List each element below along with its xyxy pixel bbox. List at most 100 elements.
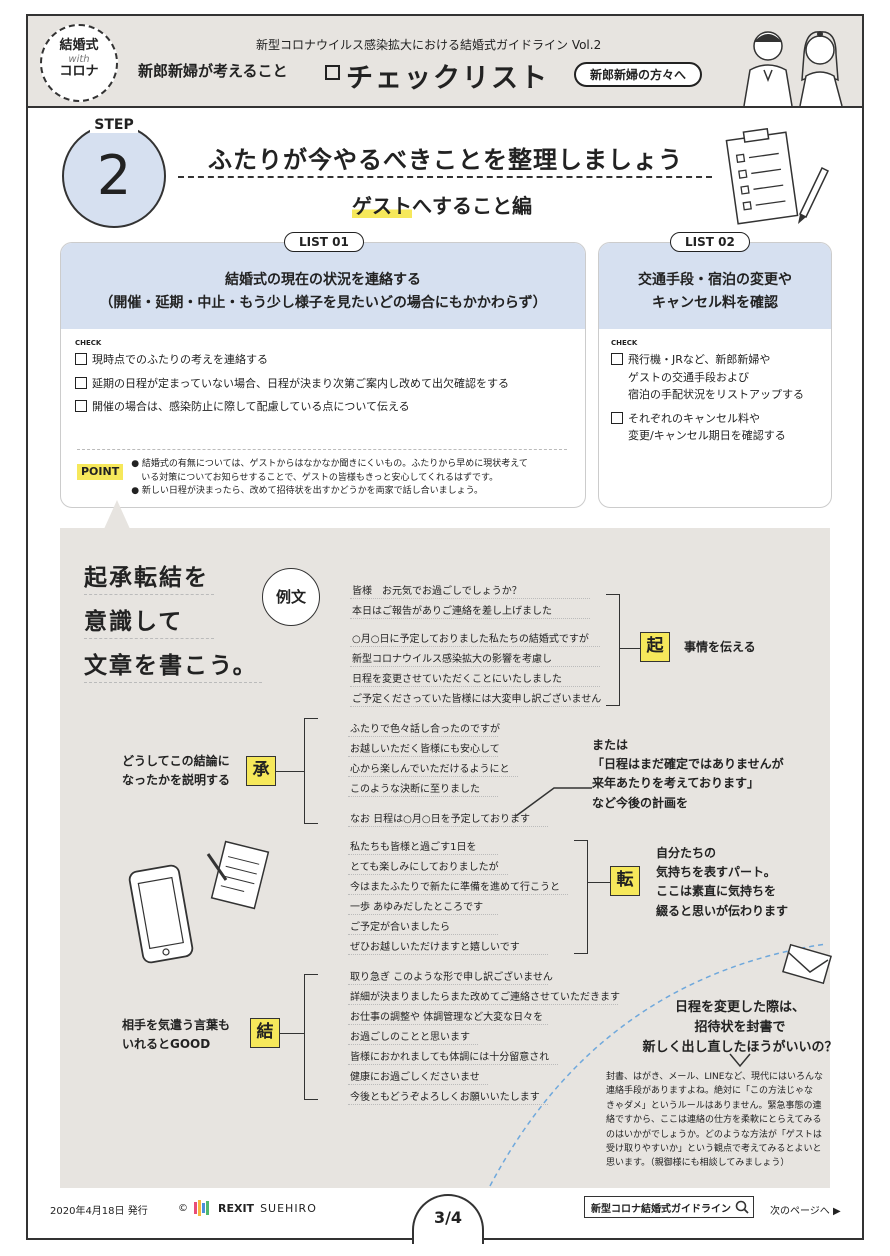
example-line: このような決断に至りました bbox=[350, 784, 480, 795]
example-line: 一歩 あゆみだしたところです bbox=[350, 902, 484, 913]
example-line: ふたりで色々話し合ったのですが bbox=[350, 724, 500, 735]
step-number: 2 bbox=[96, 144, 132, 207]
example-line: 取り急ぎ このような形で申し訳ございません bbox=[350, 972, 553, 983]
point-section: POINT ● 結婚式の有無については、ゲストからはなかなか聞きにくいもの。ふた… bbox=[77, 449, 567, 499]
point-badge: POINT bbox=[77, 464, 124, 480]
answer-line: 受け取りやすいか」という観点で考えてみるとよいと bbox=[606, 1143, 822, 1154]
wedding-with-corona-badge: 結婚式 with コロナ bbox=[40, 24, 118, 102]
point-line: ● 結婚式の有無については、ゲストからはなかなか聞きにくいもの。ふたりから早めに… bbox=[131, 459, 528, 469]
note-line: または bbox=[592, 738, 629, 752]
clipboard-icon bbox=[725, 128, 829, 225]
check-tag: CHECK bbox=[611, 339, 638, 347]
search-input[interactable]: 新型コロナ結婚式ガイドライン bbox=[584, 1196, 754, 1218]
heading-underline bbox=[84, 594, 214, 595]
badge-line: コロナ bbox=[59, 64, 99, 80]
line-underline bbox=[348, 796, 498, 797]
line-underline bbox=[348, 914, 498, 915]
line-underline bbox=[348, 1004, 618, 1005]
example-section: 起承転結を 意識して 文章を書こう。 例文 皆様 お元気でお過ごしでしょうか？ … bbox=[60, 528, 838, 1188]
note-line: 「日程はまだ確定ではありませんが bbox=[592, 757, 784, 772]
header-main-prefix: 新郎新婦が考えること bbox=[138, 62, 288, 80]
audience-pill: 新郎新婦の方々へ bbox=[574, 62, 703, 87]
line-underline bbox=[350, 686, 600, 687]
check-item[interactable]: 延期の日程が定まっていない場合、日程が決まり次第ご案内し改めて出欠確認をする bbox=[75, 375, 575, 393]
line-underline bbox=[350, 598, 590, 599]
example-line: お過ごしのことと思います bbox=[350, 1032, 470, 1043]
sho-bracket bbox=[304, 718, 318, 824]
check-item-label: 飛行機・JRなど、新郎新婦や bbox=[628, 353, 771, 366]
example-line: 私たちも皆様と過ごす1日を bbox=[350, 842, 477, 853]
search-icon[interactable] bbox=[735, 1200, 749, 1214]
line-underline bbox=[348, 1044, 478, 1045]
checkbox-icon bbox=[325, 65, 340, 80]
line-underline bbox=[348, 776, 518, 777]
line-underline bbox=[348, 826, 548, 827]
ketsu-badge: 結 bbox=[250, 1018, 280, 1048]
subtitle-rest: へすること編 bbox=[412, 194, 532, 218]
next-page-link[interactable]: 次のページへ ▶ bbox=[770, 1206, 841, 1217]
example-line: ご予定が合いましたら bbox=[350, 922, 450, 933]
example-line: お越しいただく皆様にも安心して bbox=[350, 744, 500, 755]
line-underline bbox=[348, 1084, 488, 1085]
alt-connector bbox=[515, 787, 592, 817]
example-line: ぜひお越しいただけますと嬉しいです bbox=[350, 942, 520, 953]
check-item[interactable]: 飛行機・JRなど、新郎新婦やゲストの交通手段および宿泊の手配状況をリストアップす… bbox=[611, 351, 825, 404]
ten-badge: 転 bbox=[610, 866, 640, 896]
example-line: ○月○日に予定しておりました私たちの結婚式ですが bbox=[352, 634, 589, 645]
note-line: 気持ちを表すパート。 bbox=[656, 865, 776, 880]
list01-heading: 結婚式の現在の状況を連絡する bbox=[225, 272, 421, 288]
check-item-label: 変更/キャンセル期日を確認する bbox=[628, 429, 786, 443]
note-line: など今後の計画を bbox=[592, 795, 689, 810]
ki-note: 事情を伝える bbox=[684, 640, 756, 654]
line-underline bbox=[348, 894, 568, 895]
smartphone-letter-icon bbox=[128, 840, 270, 964]
list02-header: 交通手段・宿泊の変更や キャンセル料を確認 bbox=[599, 243, 831, 329]
badge-with: with bbox=[68, 53, 90, 65]
step-badge: STEP 2 bbox=[62, 117, 166, 228]
search-text: 新型コロナ結婚式ガイドライン bbox=[591, 1204, 731, 1215]
line-underline bbox=[348, 736, 498, 737]
page-number: 3/4 bbox=[412, 1194, 484, 1244]
example-heading-line: 文章を書こう。 bbox=[84, 653, 258, 679]
line-underline bbox=[348, 934, 498, 935]
check-item-label: それぞれのキャンセル料や bbox=[628, 411, 760, 425]
point-text: ● 結婚式の有無については、ゲストからはなかなか聞きにくいもの。ふたりから早めに… bbox=[131, 458, 528, 499]
sho-note: どうしてこの結論になったかを説明する bbox=[122, 752, 230, 790]
example-heading-line: 起承転結を bbox=[84, 565, 209, 591]
checkbox-icon[interactable] bbox=[611, 353, 623, 365]
answer-line: 連絡手段がありますよね。絶対に「この方法じゃな bbox=[606, 1086, 814, 1097]
check-item[interactable]: 現時点でのふたりの考えを連絡する bbox=[75, 351, 575, 369]
line-underline bbox=[348, 1024, 548, 1025]
question-title: 日程を変更した際は、 招待状を封書で 新しく出し直したほうがいいの？ bbox=[630, 998, 850, 1058]
line-underline bbox=[350, 646, 600, 647]
checkbox-icon[interactable] bbox=[75, 376, 87, 389]
check-item[interactable]: 開催の場合は、感染防止に際して配慮している点について伝える bbox=[75, 398, 575, 416]
line-underline bbox=[348, 984, 548, 985]
checkbox-icon[interactable] bbox=[75, 400, 87, 413]
footer-logos: © REXIT SUEHIRO bbox=[178, 1200, 317, 1216]
example-line: 今後ともどうぞよろしくお願いいたします bbox=[350, 1092, 540, 1103]
question-line: 招待状を封書で bbox=[694, 1020, 786, 1036]
example-line: 本日はご報告がありご連絡を差し上げました bbox=[352, 606, 552, 617]
ketsu-connector bbox=[280, 1033, 304, 1034]
copyright-mark: © bbox=[178, 1202, 188, 1214]
title-divider bbox=[178, 176, 712, 178]
line-underline bbox=[348, 954, 548, 955]
list01-pill: LIST 01 bbox=[284, 232, 364, 252]
ki-badge: 起 bbox=[640, 632, 670, 662]
suehiro-logo-text: SUEHIRO bbox=[260, 1201, 317, 1215]
example-line: お仕事の調整や 体調管理など大変な日々を bbox=[350, 1012, 544, 1023]
checkbox-icon[interactable] bbox=[75, 353, 87, 365]
check-item-label: 宿泊の手配状況をリストアップする bbox=[628, 388, 804, 402]
ten-note: 自分たちの 気持ちを表すパート。 ここは素直に気持ちを 綴ると思いが伝わります bbox=[656, 844, 788, 921]
checkbox-icon[interactable] bbox=[611, 411, 623, 424]
check-item[interactable]: それぞれのキャンセル料や変更/キャンセル期日を確認する bbox=[611, 410, 825, 445]
example-line: とても楽しみにしておりましたが bbox=[350, 862, 499, 873]
list02-card: 交通手段・宿泊の変更や キャンセル料を確認 CHECK 飛行機・JRなど、新郎新… bbox=[598, 242, 832, 508]
heading-underline bbox=[84, 682, 262, 683]
answer-line: のはいかがでしょうか。どのような方法が「ゲストは bbox=[606, 1129, 822, 1140]
ki-bracket bbox=[606, 594, 620, 706]
callout-pointer-icon bbox=[104, 500, 130, 529]
example-heading-line: 意識して bbox=[84, 609, 184, 635]
answer-text: 封書、はがき、メール、LINEなど、現代にはいろんな 連絡手段がありますよね。絶… bbox=[606, 1070, 856, 1171]
